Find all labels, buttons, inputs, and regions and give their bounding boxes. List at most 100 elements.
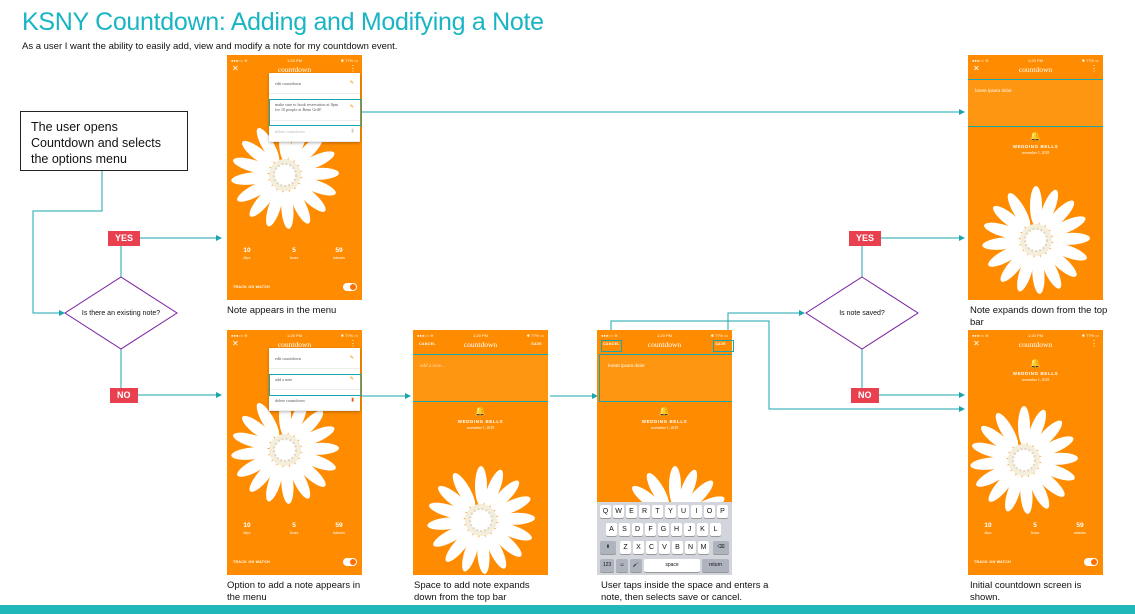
cancel-button[interactable]: CANCEL xyxy=(603,342,620,346)
key-l[interactable]: L xyxy=(710,523,721,536)
options-menu: edit countdown✎ make sure to book reserv… xyxy=(269,73,360,142)
event-date: november 1, 2018 xyxy=(650,426,679,430)
event-date: november 1, 2018 xyxy=(466,426,495,430)
status-time: 1:20 PM xyxy=(1028,333,1043,338)
options-menu-icon[interactable]: ⋮ xyxy=(349,64,357,73)
carrier-indicator: ●●●○○ ≋ xyxy=(972,58,989,63)
menu-item-add-note[interactable]: add a note✎ xyxy=(269,369,360,390)
menu-item-note[interactable]: make sure to book reservation at 8pm for… xyxy=(269,94,360,121)
key-t[interactable]: T xyxy=(652,505,663,518)
track-on-watch-row: TRACK ON WATCH xyxy=(968,558,1103,568)
key-e[interactable]: E xyxy=(626,505,637,518)
key-o[interactable]: O xyxy=(704,505,715,518)
nav-bar: ✕ countdown ⋮ xyxy=(968,64,1103,77)
menu-item-label: delete countdown xyxy=(275,397,305,403)
emoji-key[interactable]: ☺ xyxy=(616,559,628,572)
close-icon[interactable]: ✕ xyxy=(973,64,980,73)
options-menu-icon[interactable]: ⋮ xyxy=(349,339,357,348)
bell-icon: 🔔 xyxy=(1029,131,1042,141)
track-on-watch-row: TRACK ON WATCH xyxy=(227,283,362,293)
trash-icon: ▮ xyxy=(351,398,354,403)
track-on-watch-label: TRACK ON WATCH xyxy=(233,285,271,289)
key-p[interactable]: P xyxy=(717,505,728,518)
track-on-watch-toggle[interactable] xyxy=(343,558,357,566)
menu-item-label: edit countdown xyxy=(275,355,301,361)
decision-note-saved: Is note saved? xyxy=(806,277,918,349)
note-input-area[interactable]: add a note... xyxy=(413,354,548,402)
note-placeholder: add a note... xyxy=(420,364,445,369)
return-key[interactable]: return xyxy=(702,559,729,572)
key-s[interactable]: S xyxy=(619,523,630,536)
menu-item-note-label: make sure to book reservation at 8pm for… xyxy=(275,102,339,112)
key-h[interactable]: H xyxy=(671,523,682,536)
note-display-area[interactable]: lorem ipsum dolor xyxy=(968,79,1103,127)
track-on-watch-toggle[interactable] xyxy=(1084,558,1098,566)
menu-item-delete-countdown[interactable]: delete countdown ▮ xyxy=(269,390,360,411)
key-a[interactable]: A xyxy=(606,523,617,536)
status-time: 1:20 PM xyxy=(287,333,302,338)
save-button[interactable]: SAVE xyxy=(715,342,726,346)
nav-title: countdown xyxy=(1018,65,1053,74)
event-title: WEDDING BELLS xyxy=(641,419,688,424)
number-key[interactable]: 123 xyxy=(600,559,614,572)
decision-existing-note: Is there an existing note? xyxy=(65,277,177,349)
menu-item-delete-countdown[interactable]: delete countdown▮ xyxy=(269,121,360,142)
key-b[interactable]: B xyxy=(672,541,683,554)
bell-icon: 🔔 xyxy=(1029,358,1042,368)
key-v[interactable]: V xyxy=(659,541,670,554)
mic-key[interactable]: 🎤 xyxy=(630,559,642,572)
close-icon[interactable]: ✕ xyxy=(973,339,980,348)
options-menu-icon[interactable]: ⋮ xyxy=(1090,64,1098,73)
track-on-watch-toggle[interactable] xyxy=(343,283,357,291)
shift-key[interactable]: ⬆ xyxy=(600,541,616,554)
menu-item-edit-countdown[interactable]: edit countdown✎ xyxy=(269,348,360,369)
key-y[interactable]: Y xyxy=(665,505,676,518)
key-r[interactable]: R xyxy=(639,505,650,518)
bell-icon: 🔔 xyxy=(658,406,671,416)
status-time: 1:20 PM xyxy=(287,58,302,63)
key-x[interactable]: X xyxy=(633,541,644,554)
track-on-watch-row: TRACK ON WATCH xyxy=(227,558,362,568)
caption-note-expands: Note expands down from the top bar xyxy=(970,305,1108,328)
key-k[interactable]: K xyxy=(697,523,708,536)
save-button[interactable]: SAVE xyxy=(531,342,542,346)
key-d[interactable]: D xyxy=(632,523,643,536)
cancel-button[interactable]: CANCEL xyxy=(419,342,436,346)
key-m[interactable]: M xyxy=(698,541,709,554)
key-f[interactable]: F xyxy=(645,523,656,536)
note-input-area[interactable]: lorem ipsum dolor xyxy=(599,354,732,402)
nav-title: countdown xyxy=(647,340,682,349)
key-z[interactable]: Z xyxy=(620,541,631,554)
close-icon[interactable]: ✕ xyxy=(232,64,239,73)
key-i[interactable]: I xyxy=(691,505,702,518)
close-icon[interactable]: ✕ xyxy=(232,339,239,348)
nav-title: countdown xyxy=(463,340,498,349)
key-u[interactable]: U xyxy=(678,505,689,518)
status-bar: ●●●○○ ≋ 1:20 PM ✱ 77% ▭ xyxy=(968,330,1103,340)
key-w[interactable]: W xyxy=(613,505,624,518)
yes-flag-existing: YES xyxy=(108,231,141,246)
key-c[interactable]: C xyxy=(646,541,657,554)
note-icon: ✎ xyxy=(349,105,354,110)
key-q[interactable]: Q xyxy=(600,505,611,518)
key-j[interactable]: J xyxy=(684,523,695,536)
daisy-illustration xyxy=(968,405,1080,516)
battery-indicator: ✱ 77% ▭ xyxy=(340,333,358,338)
key-g[interactable]: G xyxy=(658,523,669,536)
space-key[interactable]: space xyxy=(644,559,700,572)
delete-key[interactable]: ⌫ xyxy=(713,541,729,554)
note-text: lorem ipsum dolor xyxy=(975,89,1012,94)
note-text: lorem ipsum dolor xyxy=(608,364,645,369)
options-menu-icon[interactable]: ⋮ xyxy=(1090,339,1098,348)
key-n[interactable]: N xyxy=(685,541,696,554)
nav-bar: CANCEL countdown SAVE xyxy=(413,340,548,352)
menu-item-edit-countdown[interactable]: edit countdown✎ xyxy=(269,73,360,94)
